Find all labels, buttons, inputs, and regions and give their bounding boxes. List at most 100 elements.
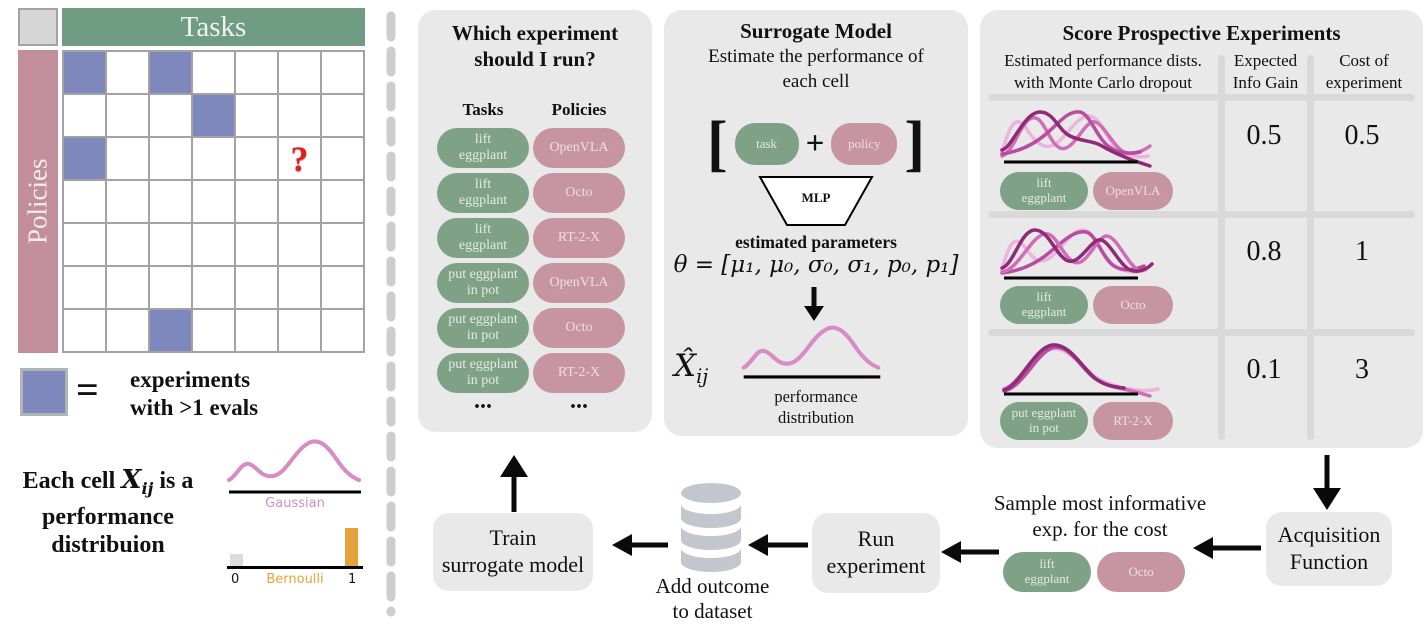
matrix-cell	[193, 310, 234, 351]
matrix-cell	[107, 138, 148, 179]
policy-input-pill: policy	[831, 123, 898, 165]
cell-note: Each cell Xij is a performance distribui…	[0, 466, 216, 559]
info-gain-value: 0.1	[1246, 354, 1282, 385]
which-tasks-column-header: Tasks	[462, 100, 504, 119]
cell-note-prefix: Each cell	[22, 468, 116, 494]
matrix-cell	[193, 52, 234, 93]
matrix-cell: ?	[279, 138, 320, 179]
eval-matrix: ?	[62, 50, 365, 353]
policy-pill: Octo	[533, 308, 625, 348]
matrix-cell	[236, 181, 277, 222]
score-task-pill: lift eggplant	[1000, 172, 1088, 210]
matrix-cell	[193, 224, 234, 265]
matrix-cell	[193, 181, 234, 222]
sample-task-pill: lift eggplant	[1003, 552, 1091, 592]
matrix-cell	[193, 95, 234, 136]
matrix-cell	[64, 138, 105, 179]
matrix-cell	[150, 52, 191, 93]
arrow-params-to-distribution	[804, 287, 824, 321]
surrogate-title: Surrogate Model	[740, 19, 892, 43]
add-outcome-label: Add outcome to dataset	[655, 574, 770, 623]
matrix-cell	[64, 52, 105, 93]
matrix-cell	[64, 95, 105, 136]
bernoulli-tick-1: 1	[348, 572, 357, 587]
estimated-parameters-heading: estimated parameters	[735, 232, 897, 252]
score-policy-pill: Octo	[1093, 286, 1173, 324]
legend-label: experiments with >1 evals	[130, 367, 259, 420]
task-pill: put eggplant in pot	[437, 308, 529, 348]
bernoulli-label: Bernoulli	[266, 572, 324, 587]
matrix-cell	[107, 52, 148, 93]
cost-value: 0.5	[1344, 120, 1380, 151]
plus-sign: +	[805, 125, 825, 162]
database-icon	[681, 483, 741, 572]
matrix-cell	[236, 267, 277, 308]
matrix-cell	[107, 310, 148, 351]
policy-pill: RT-2-X	[533, 218, 625, 258]
bracket-open: [	[706, 110, 728, 178]
sample-policy-pill: Octo	[1097, 552, 1185, 592]
theta-equation: θ = [μ₁, μ₀, σ₀, σ₁, p₀, p₁]	[673, 252, 959, 278]
matrix-cell	[150, 310, 191, 351]
matrix-cell	[322, 224, 363, 265]
matrix-cell	[322, 95, 363, 136]
score-col-header-cost: Cost of experiment	[1325, 51, 1403, 92]
matrix-cell	[322, 138, 363, 179]
matrix-cell	[236, 52, 277, 93]
score-panel	[980, 10, 1423, 448]
mc-dropout-curves	[1000, 228, 1154, 280]
matrix-cell	[64, 181, 105, 222]
cell-note-suffix: is a	[159, 468, 194, 494]
bernoulli-bar-1	[345, 528, 358, 566]
matrix-cell	[322, 52, 363, 93]
matrix-cell	[193, 138, 234, 179]
matrix-cell	[322, 310, 363, 351]
xhat-symbol: X̂ij	[674, 348, 709, 389]
matrix-cell	[150, 267, 191, 308]
info-gain-value: 0.8	[1246, 236, 1282, 267]
gaussian-curve-icon	[227, 439, 361, 494]
task-pill: lift eggplant	[437, 173, 529, 213]
task-plus-policy-expression: [ task + policy ]	[664, 110, 968, 178]
sample-most-informative-label: Sample most informative exp. for the cos…	[993, 491, 1207, 541]
matrix-cell	[279, 310, 320, 351]
legend-eval-swatch	[20, 368, 68, 416]
policy-pill: OpenVLA	[533, 128, 625, 168]
bernoulli-axis	[227, 566, 363, 569]
matrix-cell	[322, 181, 363, 222]
bernoulli-tick-0: 0	[231, 572, 240, 587]
matrix-cell	[64, 267, 105, 308]
gaussian-mini-chart: Gaussian	[225, 434, 365, 511]
mc-dropout-curves	[1002, 343, 1160, 398]
score-row-separator	[988, 211, 1415, 218]
which-policies-column-header: Policies	[551, 100, 607, 119]
arrow-run-to-db	[748, 534, 808, 556]
which-panel-title: Which experiment should I run?	[451, 21, 619, 71]
task-pill: lift eggplant	[437, 128, 529, 168]
arrow-db-to-train	[612, 534, 668, 556]
task-input-pill: task	[734, 123, 799, 165]
bracket-close: ]	[904, 110, 926, 178]
matrix-cell	[107, 181, 148, 222]
score-task-pill: lift eggplant	[1000, 286, 1088, 324]
matrix-corner-cell	[18, 8, 58, 46]
cell-note-line2: performance	[42, 504, 174, 531]
matrix-cell	[279, 181, 320, 222]
arrow-sample-to-run	[941, 541, 999, 563]
score-col-header-dists: Estimated performance dists. with Monte …	[1004, 51, 1202, 92]
score-col-header-info-gain: Expected Info Gain	[1232, 51, 1299, 92]
matrix-cell	[107, 267, 148, 308]
task-pill: lift eggplant	[437, 218, 529, 258]
score-panel-title: Score Prospective Experiments	[1062, 21, 1341, 45]
cell-note-line1: Each cell Xij is a	[0, 466, 216, 503]
task-pill: put eggplant in pot	[437, 263, 529, 303]
matrix-cell	[279, 95, 320, 136]
matrix-policies-header: Policies	[18, 50, 58, 353]
cost-value: 3	[1355, 354, 1369, 385]
matrix-cell	[322, 267, 363, 308]
mc-dropout-curves	[1000, 110, 1152, 168]
question-mark: ?	[290, 138, 309, 179]
matrix-cell	[236, 310, 277, 351]
policy-pill: Octo	[533, 173, 625, 213]
